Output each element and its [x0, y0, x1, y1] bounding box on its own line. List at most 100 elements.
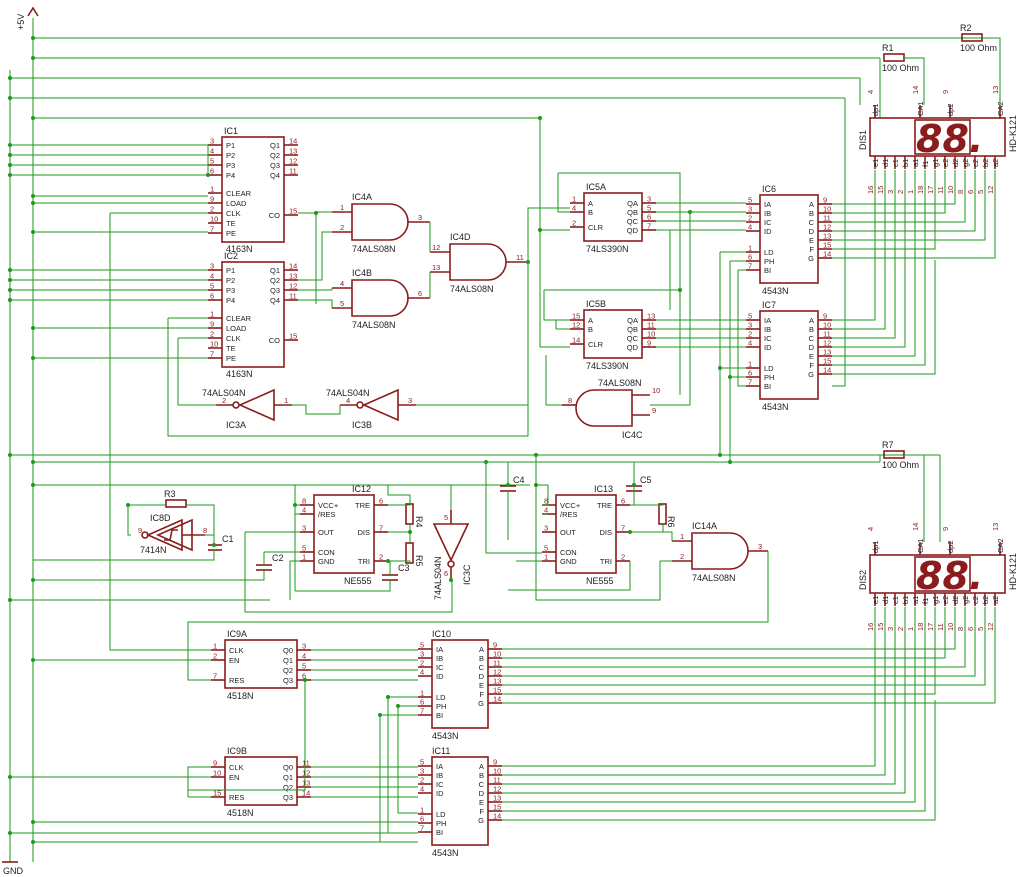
- svg-text:11: 11: [516, 253, 524, 262]
- junction-dot: [8, 143, 12, 147]
- ic7-pin-num: 11: [823, 330, 831, 339]
- ic7-pin-label: C: [809, 334, 815, 343]
- ic10-pin-num: 10: [493, 650, 501, 659]
- dis1-bottom-label: c2: [971, 159, 980, 167]
- ic6-pin-num: 7: [748, 262, 752, 271]
- dis2-bottom-label: g2: [961, 596, 970, 604]
- dis2-bottom-label: f1: [921, 598, 930, 604]
- junction-dot: [293, 503, 297, 507]
- ic13-pin-label: VCC+: [560, 501, 581, 510]
- dis1-top-label: CA1: [916, 101, 925, 116]
- dis1-bottom-label: e2: [941, 159, 950, 167]
- dis1-part: HD-K121: [1008, 115, 1018, 152]
- ic5a-pin-label: QB: [627, 208, 638, 217]
- ic9b-pin-num: 15: [213, 789, 221, 798]
- junction-dot: [8, 831, 12, 835]
- junctions: [8, 36, 732, 844]
- ic3a: 74ALS04N IC3A 2 1: [202, 388, 292, 430]
- c5: C5: [626, 475, 652, 492]
- ic13-pin-num: 4: [544, 506, 548, 515]
- ic10-pin-label: B: [479, 654, 484, 663]
- ic1-pin-num: 3: [210, 137, 214, 146]
- ic11-name: IC11: [432, 746, 450, 756]
- ic2-pin-label: Q3: [270, 286, 280, 295]
- ic2-pin-num: 14: [289, 262, 297, 271]
- ic11-pin-label: BI: [436, 828, 443, 837]
- ic5b-pin-num: 11: [647, 321, 655, 330]
- ic1-pin-label: P4: [226, 171, 235, 180]
- dis2-bottom-label: a1: [911, 596, 920, 604]
- ic7-pin-label: D: [809, 343, 815, 352]
- ic5a-pin-num: 1: [572, 195, 576, 204]
- ic2-pin-num: 13: [289, 272, 297, 281]
- ic9b-pin-label: Q1: [283, 773, 293, 782]
- ic13-pin-num: 7: [621, 524, 625, 533]
- dis2-bottom-label: g1: [931, 596, 940, 604]
- svg-text:8: 8: [568, 396, 572, 405]
- dis1-top-num: 4: [866, 90, 875, 94]
- ic1-pin-num: 1: [210, 185, 214, 194]
- ic11-pin-label: LD: [436, 810, 446, 819]
- ic12-part: NE555: [344, 576, 372, 586]
- junction-dot: [728, 460, 732, 464]
- svg-text:8: 8: [203, 526, 207, 535]
- dis2-top-num: 14: [911, 523, 920, 531]
- ic6-pin-label: LD: [764, 248, 774, 257]
- ic10-pin-num: 7: [420, 707, 424, 716]
- ic11-pin-label: PH: [436, 819, 446, 828]
- ic12-pin-label: /RES: [318, 510, 336, 519]
- ic4a-part: 74ALS08N: [352, 244, 396, 254]
- svg-text:1: 1: [340, 203, 344, 212]
- ic10-pin-num: 5: [420, 641, 424, 650]
- ic6-pin-label: IA: [764, 200, 771, 209]
- ic2-pin-label: Q2: [270, 276, 280, 285]
- dis2-bottom-num: 2: [896, 627, 905, 631]
- junction-dot: [212, 543, 216, 547]
- ic2-pin-label: P2: [226, 276, 235, 285]
- ic11-pin-label: D: [479, 789, 485, 798]
- ic9b-pin-num: 12: [302, 769, 310, 778]
- dis2-bottom-label: a2: [991, 596, 1000, 604]
- ic7-name: IC7: [762, 300, 776, 310]
- power-rails: [2, 6, 1000, 863]
- dis1-top-num: 9: [941, 90, 950, 94]
- ic11-pin-label: IC: [436, 780, 444, 789]
- junction-dot: [31, 230, 35, 234]
- dis1-name: DIS1: [858, 130, 868, 150]
- ic1-pin-label: P3: [226, 161, 235, 170]
- ic12-pin-num: 1: [302, 553, 306, 562]
- dis2-bottom-label: e1: [871, 596, 880, 604]
- ic12-name: IC12: [352, 484, 371, 494]
- ic2-pin-num: 7: [210, 350, 214, 359]
- ic4a: IC4A 74ALS08N 1 2 3: [332, 192, 430, 254]
- ic10-pin-num: 11: [493, 659, 501, 668]
- ic10-pin-num: 6: [420, 698, 424, 707]
- junction-dot: [31, 578, 35, 582]
- ic7-pin-num: 14: [823, 366, 831, 375]
- dis1-bottom-num: 11: [936, 186, 945, 194]
- ic10-pin-label: F: [479, 690, 484, 699]
- ic5b-pin-label: QC: [627, 334, 639, 343]
- ic11-pin-num: 7: [420, 824, 424, 833]
- ic9a-pin-label: CLK: [229, 646, 244, 655]
- ic9a-pin-num: 3: [302, 642, 306, 651]
- junction-dot: [31, 483, 35, 487]
- svg-text:9: 9: [138, 526, 142, 535]
- junction-dot: [8, 598, 12, 602]
- junction-dot: [408, 530, 412, 534]
- dis2-bottom-num: 1: [906, 627, 915, 631]
- ic11-pin-label: C: [479, 780, 485, 789]
- ic9a-pin-num: 7: [213, 672, 217, 681]
- ic9b-part: 4518N: [227, 808, 254, 818]
- ic13-pin-label: OUT: [560, 528, 576, 537]
- ic7-pin-num: 1: [748, 360, 752, 369]
- r1-name: R1: [882, 43, 894, 53]
- ic10-pin-label: D: [479, 672, 485, 681]
- ic7-part: 4543N: [762, 402, 789, 412]
- ic9b-pin-label: CLK: [229, 763, 244, 772]
- ic7-pin-label: LD: [764, 364, 774, 373]
- svg-text:5: 5: [444, 513, 448, 522]
- ic10-part: 4543N: [432, 731, 459, 741]
